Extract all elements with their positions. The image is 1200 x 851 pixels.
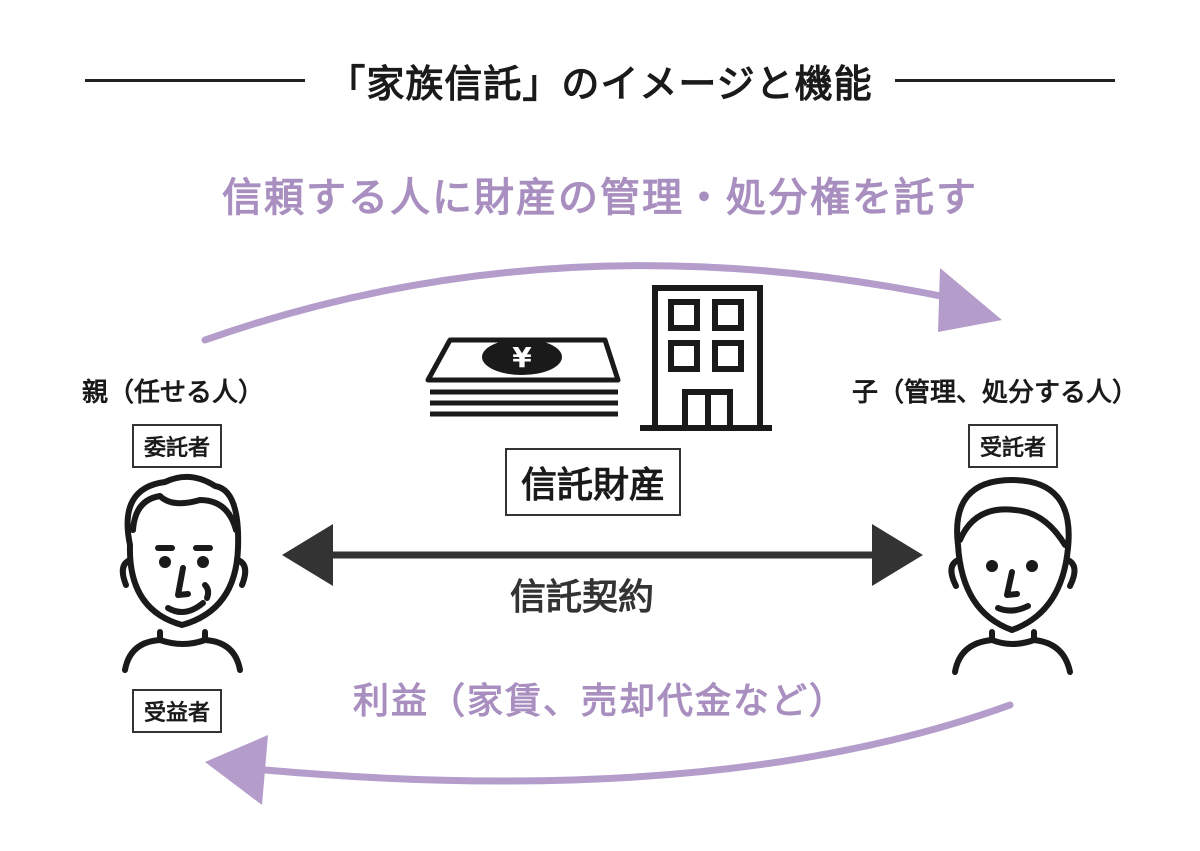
top-caption: 信頼する人に財産の管理・処分権を託す: [222, 175, 978, 221]
left-role-beneficiary: 受益者: [132, 689, 223, 733]
contract-arrow-head-right: [872, 524, 923, 586]
yen-symbol: ¥: [512, 341, 532, 374]
elderly-man-icon: [119, 473, 249, 673]
contract-arrow-head-left: [282, 524, 333, 586]
title-row: 「家族信託」のイメージと機能: [0, 48, 1200, 112]
right-role-trustee: 受託者: [968, 424, 1059, 468]
trust-contract-label: 信託契約: [510, 577, 655, 618]
bottom-arrow-arc: [261, 701, 1014, 785]
bottom-arrow-head: [205, 735, 268, 805]
yen-money-stack-icon: [425, 337, 621, 417]
right-party-label: 子（管理、処分する人）: [852, 378, 1139, 408]
benefit-caption: 利益（家賃、売却代金など）: [352, 681, 847, 722]
diagram-title: 「家族信託」のイメージと機能: [327, 61, 873, 106]
top-arrow-head: [938, 268, 1002, 332]
top-arrow-arc: [201, 262, 964, 344]
title-divider-right: [894, 78, 1115, 82]
building-icon: [640, 285, 772, 431]
left-role-settlor: 委託者: [132, 424, 223, 468]
left-party-label: 親（任せる人）: [82, 378, 265, 408]
young-person-icon: [948, 477, 1078, 675]
title-divider-left: [85, 78, 306, 82]
trust-property-label: 信託財産: [505, 448, 682, 516]
